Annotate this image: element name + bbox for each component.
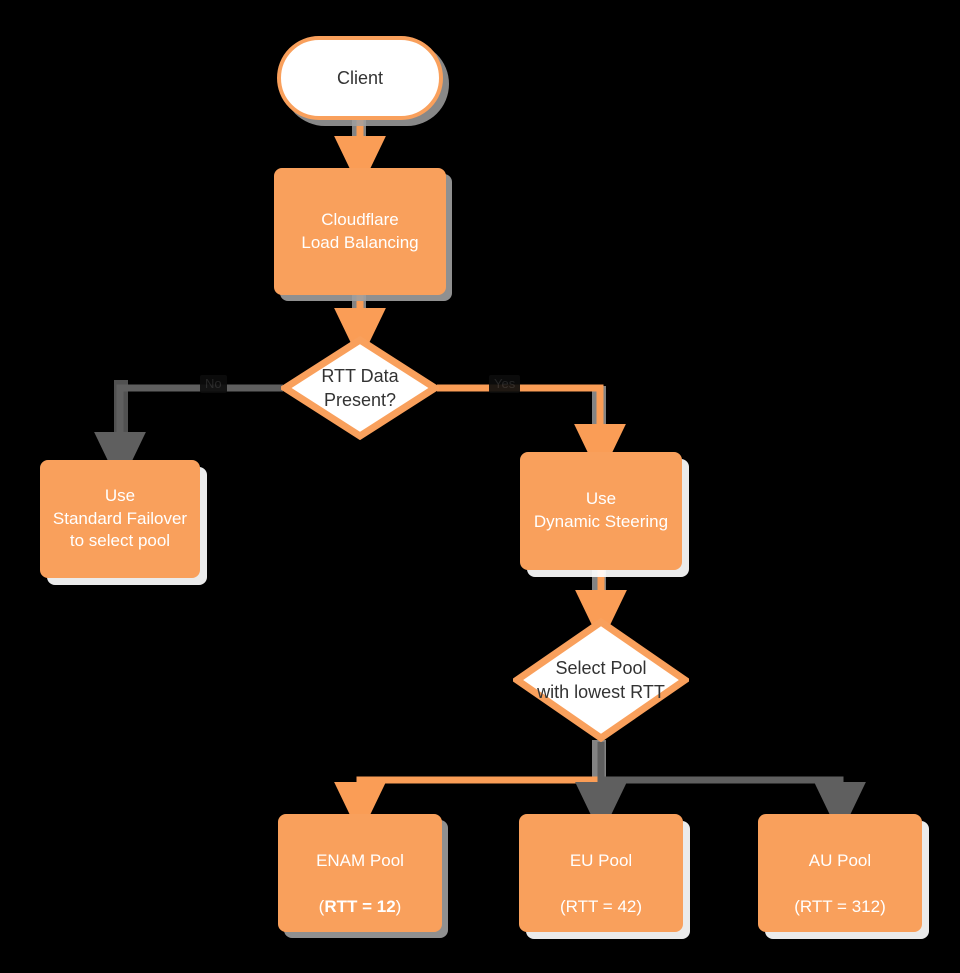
node-cloudflare-load-balancing-label: Cloudflare Load Balancing: [301, 209, 419, 252]
node-au-pool-paren-open: (: [794, 896, 800, 916]
node-eu-pool-rtt: RTT = 42: [565, 896, 637, 916]
node-rtt-data-present-label: RTT Data Present?: [321, 365, 399, 410]
node-enam-pool-paren-open: (: [318, 896, 325, 916]
edge-selectpool-to-au: [601, 776, 866, 836]
node-au-pool-line1: AU Pool: [808, 851, 872, 871]
node-rtt-data-present[interactable]: RTT Data Present?: [281, 336, 439, 440]
node-cloudflare-load-balancing[interactable]: Cloudflare Load Balancing: [274, 168, 446, 295]
edge-rttcheck-to-dynamic: [437, 384, 626, 478]
node-eu-pool-label: EU Pool (RTT = 42): [554, 827, 648, 919]
node-eu-pool[interactable]: EU Pool (RTT = 42): [519, 814, 683, 932]
node-standard-failover-label: Use Standard Failover to select pool: [52, 485, 188, 551]
node-client[interactable]: Client: [277, 36, 443, 120]
node-dynamic-steering[interactable]: Use Dynamic Steering: [520, 452, 682, 570]
diamond-shape-icon: [513, 618, 689, 742]
edge-label-no: No: [200, 375, 227, 394]
node-client-label: Client: [336, 67, 384, 88]
node-au-pool-paren-close: ): [880, 896, 886, 916]
node-standard-failover[interactable]: Use Standard Failover to select pool: [40, 460, 200, 578]
node-au-pool[interactable]: AU Pool (RTT = 312): [758, 814, 922, 932]
node-eu-pool-line1: EU Pool: [569, 851, 633, 871]
edge-selectpool-to-enam: [334, 742, 605, 836]
node-enam-pool[interactable]: ENAM Pool (RTT = 12): [278, 814, 442, 932]
node-enam-pool-label: ENAM Pool (RTT = 12): [310, 827, 410, 919]
node-select-pool-lowest-rtt[interactable]: Select Pool with lowest RTT: [513, 618, 689, 742]
node-eu-pool-paren-close: ): [636, 896, 643, 916]
edge-rttcheck-to-failover: [94, 384, 283, 486]
node-au-pool-label: AU Pool (RTT = 312): [788, 827, 892, 919]
node-enam-pool-rtt: RTT = 12: [324, 896, 396, 916]
node-eu-pool-paren-open: (: [559, 896, 566, 916]
diamond-shape-icon: [281, 336, 439, 440]
node-dynamic-steering-label: Use Dynamic Steering: [533, 489, 669, 531]
node-select-pool-lowest-rtt-label: Select Pool with lowest RTT: [537, 657, 665, 702]
node-au-pool-rtt: RTT = 312: [799, 896, 881, 916]
edge-label-yes: Yes: [489, 375, 521, 394]
node-enam-pool-line1: ENAM Pool: [316, 851, 404, 871]
node-enam-pool-paren-close: ): [395, 896, 402, 916]
